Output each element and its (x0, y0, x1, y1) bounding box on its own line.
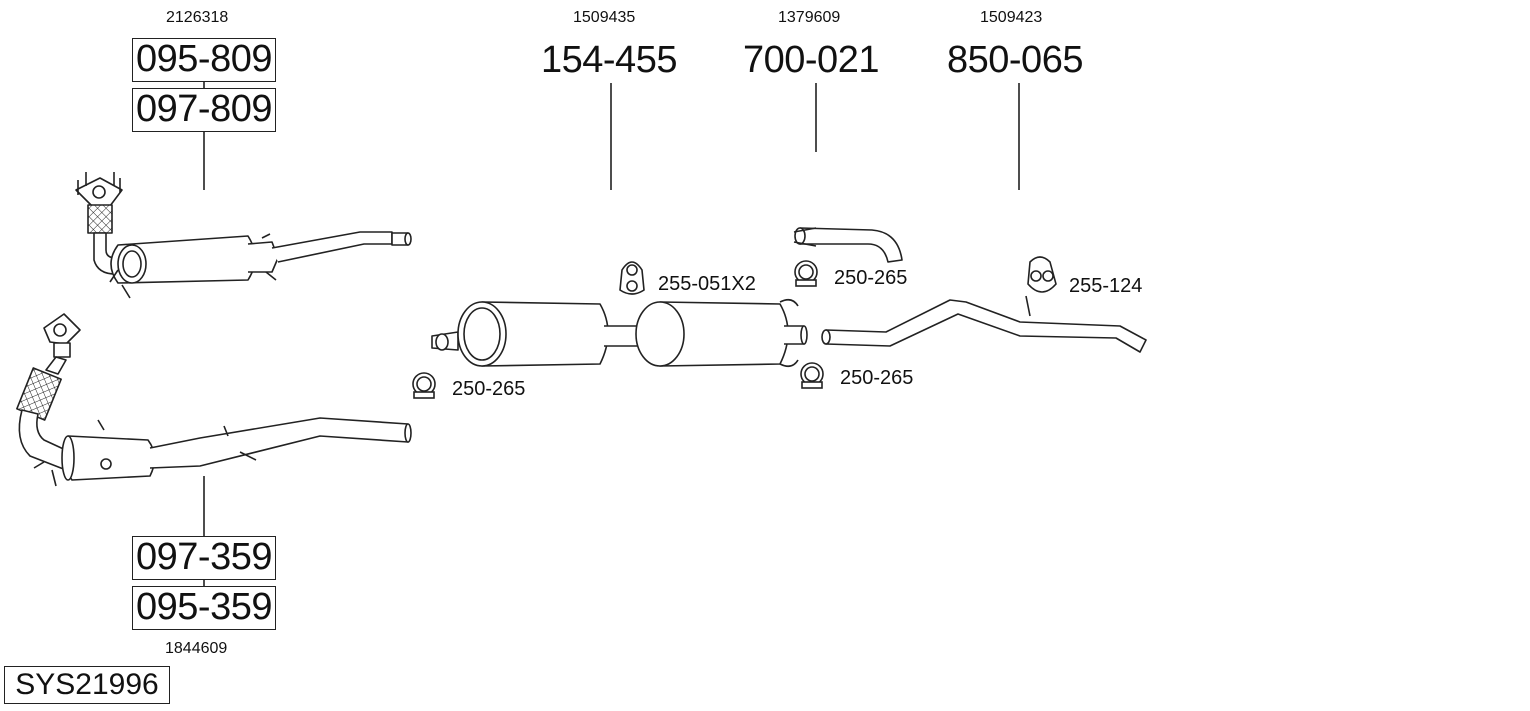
hanger-tail-drawing (1027, 256, 1057, 293)
part-number-tail-pipe[interactable]: 850-065 (947, 39, 1083, 81)
label-clamp-right[interactable]: 250-265 (840, 367, 914, 389)
system-id-box: SYS21996 (4, 666, 170, 704)
catalyst-top-drawing (75, 172, 412, 299)
oe-number-middle-silencer: 1509435 (573, 9, 636, 26)
catalyst-bottom-drawing (16, 313, 412, 487)
label-clamp-front-pipe[interactable]: 250-265 (834, 267, 908, 289)
front-pipe-drawing (793, 227, 903, 263)
oe-number-cat-top: 2126318 (166, 9, 229, 26)
label-clamp-left[interactable]: 250-265 (452, 378, 526, 400)
label-hanger-middle[interactable]: 255-051X2 (658, 273, 756, 295)
part-number-front-pipe[interactable]: 700-021 (743, 39, 879, 81)
clamp-right (800, 362, 824, 389)
tail-pipe-drawing (821, 295, 1147, 353)
part-box-cat-top-1[interactable]: 095-809 (132, 38, 276, 82)
clamp-left (412, 372, 436, 399)
part-box-cat-bottom-1[interactable]: 097-359 (132, 536, 276, 580)
oe-number-front-pipe: 1379609 (778, 9, 841, 26)
clamp-front-pipe (794, 260, 818, 287)
part-number-middle-silencer[interactable]: 154-455 (541, 39, 677, 81)
part-box-cat-bottom-2[interactable]: 095-359 (132, 586, 276, 630)
clamp-drawings (412, 260, 824, 399)
label-hanger-tail[interactable]: 255-124 (1069, 275, 1143, 297)
oe-number-tail-pipe: 1509423 (980, 9, 1043, 26)
oe-number-cat-bottom: 1844609 (165, 640, 228, 657)
hanger-middle-drawing (619, 261, 645, 295)
part-box-cat-top-2[interactable]: 097-809 (132, 88, 276, 132)
leader-lines (203, 80, 1020, 587)
silencer-drawing (431, 298, 808, 368)
